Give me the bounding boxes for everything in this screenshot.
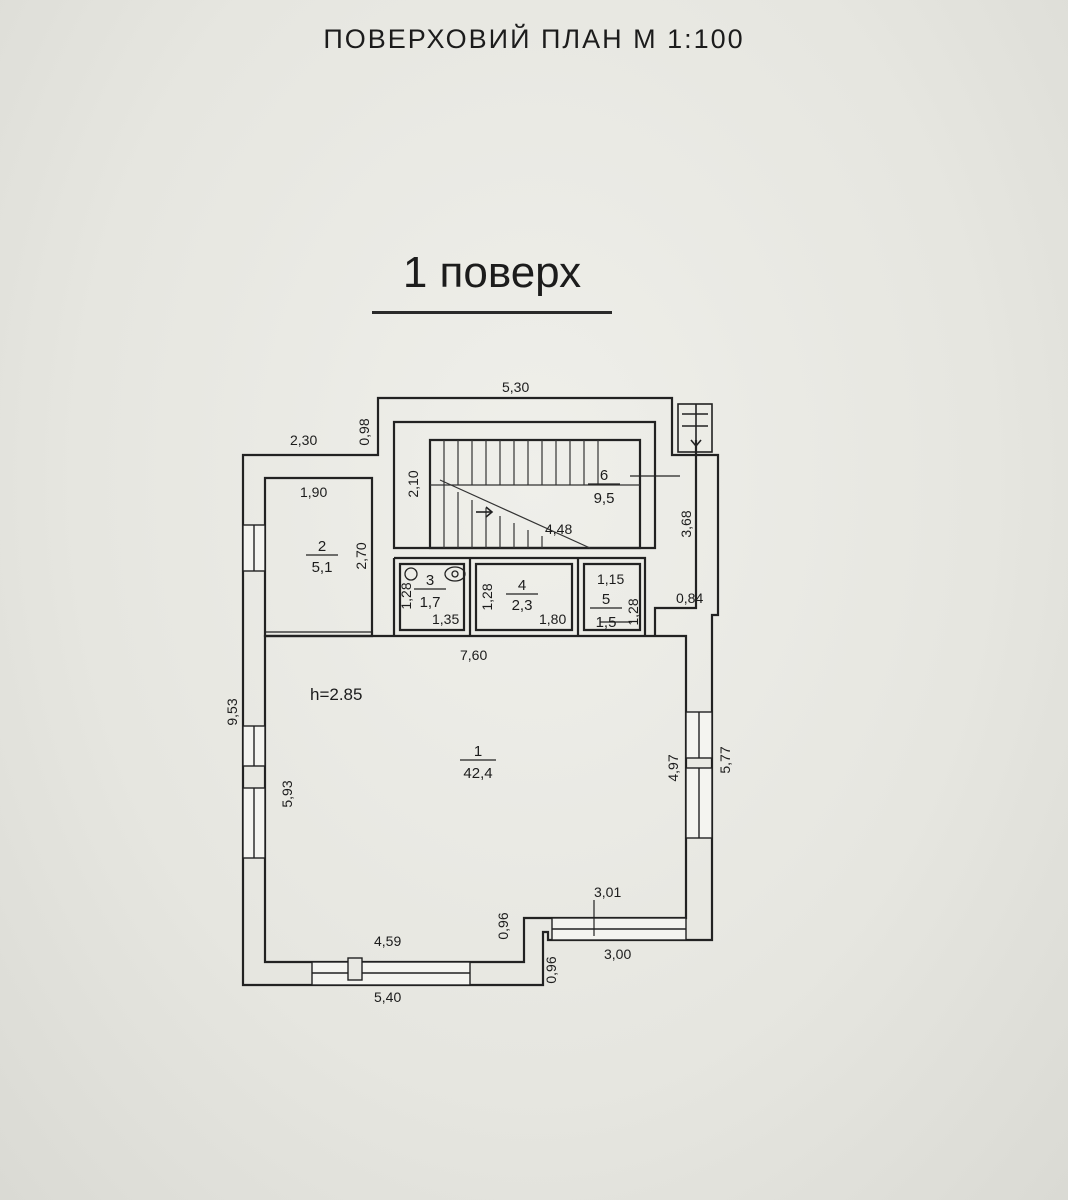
dim-right-step: 0,84 bbox=[676, 590, 703, 606]
room-1-area: 42,4 bbox=[463, 765, 492, 782]
dim-room3-width: 1,35 bbox=[432, 611, 459, 627]
room-3-area: 1,7 bbox=[420, 594, 441, 611]
dim-notch-lower: 0,96 bbox=[543, 956, 559, 983]
room-1-number: 1 bbox=[474, 743, 482, 760]
windows bbox=[242, 524, 713, 986]
room-6-area: 9,5 bbox=[594, 490, 615, 507]
dim-left-total: 9,53 bbox=[224, 698, 240, 725]
dim-porch-inner: 3,01 bbox=[594, 884, 621, 900]
floor-title: 1 поверх bbox=[402, 248, 582, 297]
room-4-area: 2,3 bbox=[512, 597, 533, 614]
dim-bottom-total: 5,40 bbox=[374, 989, 401, 1005]
right-wall-inner bbox=[653, 440, 698, 636]
outer-wall bbox=[241, 396, 720, 987]
dim-room4-width: 1,80 bbox=[539, 611, 566, 627]
dim-top-width: 5,30 bbox=[502, 379, 529, 395]
dim-room5-height: 1,28 bbox=[625, 598, 641, 625]
room-2-number: 2 bbox=[318, 538, 326, 555]
stair-treads bbox=[430, 440, 640, 549]
dim-right-total: 5,77 bbox=[717, 746, 733, 773]
entry-arrow-icon bbox=[677, 403, 713, 453]
dim-bottom-inner: 4,59 bbox=[374, 933, 401, 949]
small-rooms-wall bbox=[394, 556, 647, 636]
dim-room5-width: 1,15 bbox=[597, 571, 624, 587]
ceiling-height: h=2.85 bbox=[310, 685, 362, 704]
room3-inner bbox=[398, 562, 466, 632]
dim-notch-upper: 0,96 bbox=[495, 912, 511, 939]
dim-room3-height: 1,28 bbox=[398, 582, 414, 609]
dim-step-vertical: 0,98 bbox=[356, 418, 372, 445]
dim-stair-height: 2,10 bbox=[405, 470, 421, 497]
room-6-number: 6 bbox=[600, 467, 608, 484]
room-5-area: 1,5 bbox=[596, 614, 617, 631]
dim-room1-width: 7,60 bbox=[460, 647, 487, 663]
dim-porch-outer: 3,00 bbox=[604, 946, 631, 962]
floor-title-underline bbox=[372, 311, 612, 314]
room5-inner bbox=[582, 562, 642, 632]
room-3-number: 3 bbox=[426, 572, 434, 589]
dim-right-room1: 4,97 bbox=[665, 754, 681, 781]
dim-room2-width: 1,90 bbox=[300, 484, 327, 500]
dim-left-room1: 5,93 bbox=[279, 780, 295, 807]
stair-arrow-icon bbox=[476, 506, 494, 518]
plan-header: ПОВЕРХОВИЙ ПЛАН М 1:100 bbox=[323, 24, 745, 54]
room4-inner bbox=[474, 562, 574, 632]
dim-right-upper: 3,68 bbox=[678, 510, 694, 537]
room-4-number: 4 bbox=[518, 577, 526, 594]
room-2-area: 5,1 bbox=[312, 559, 333, 576]
dim-top-left: 2,30 bbox=[290, 432, 317, 448]
dim-room4-height: 1,28 bbox=[479, 583, 495, 610]
toilet-icon bbox=[404, 566, 466, 582]
room-5-number: 5 bbox=[602, 591, 610, 608]
stair-room-wall bbox=[392, 420, 657, 550]
dim-stair-length: 4,48 bbox=[545, 521, 572, 537]
dim-room2-height: 2,70 bbox=[353, 542, 369, 569]
